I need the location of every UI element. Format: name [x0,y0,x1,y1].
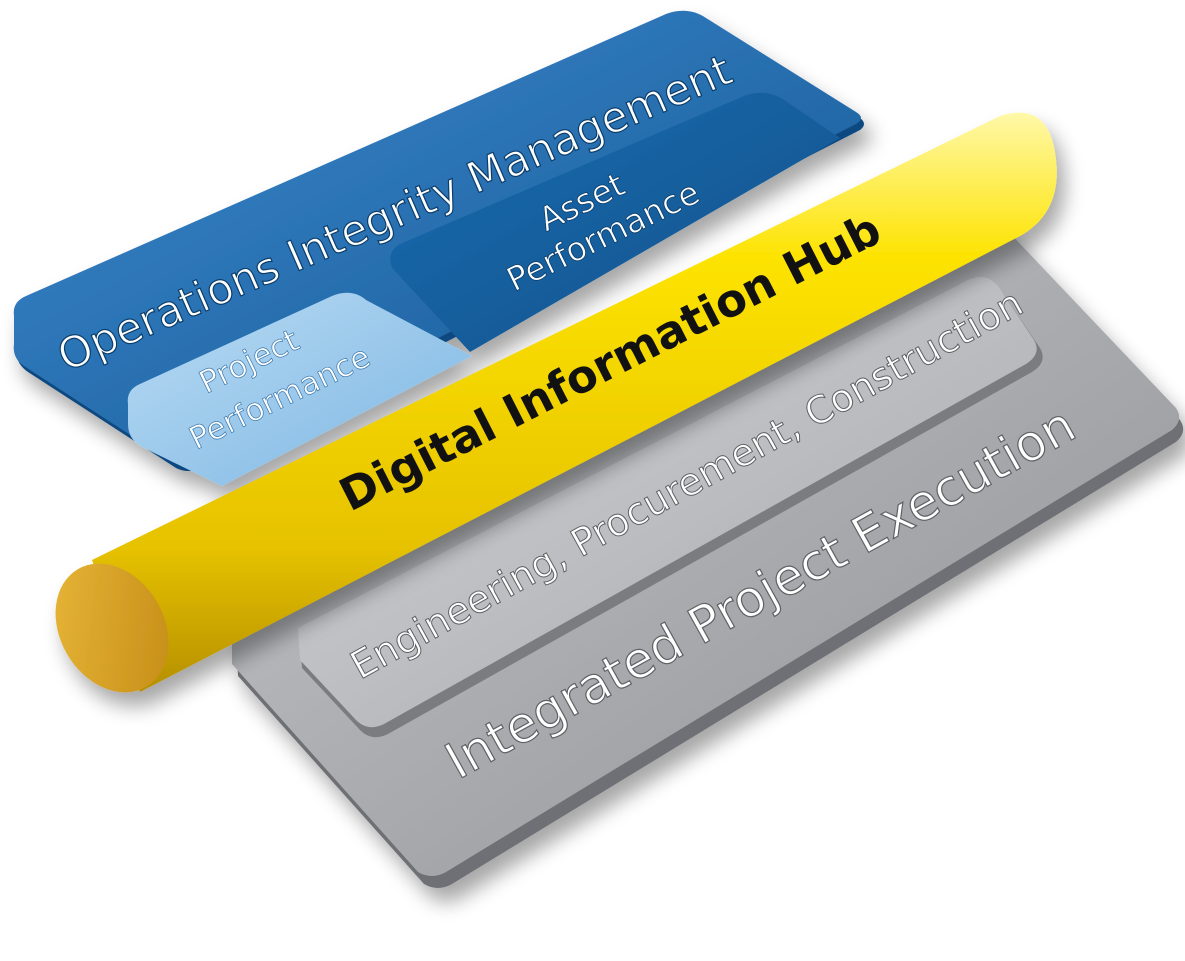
project-performance-panel [127,292,472,486]
execution-platform [232,208,1184,888]
cylinder-end-cap [55,563,169,693]
operations-platform [13,10,864,486]
epc-panel-face [298,277,1037,728]
asset-performance-panel [390,92,840,353]
hub-cylinder [55,112,1057,693]
